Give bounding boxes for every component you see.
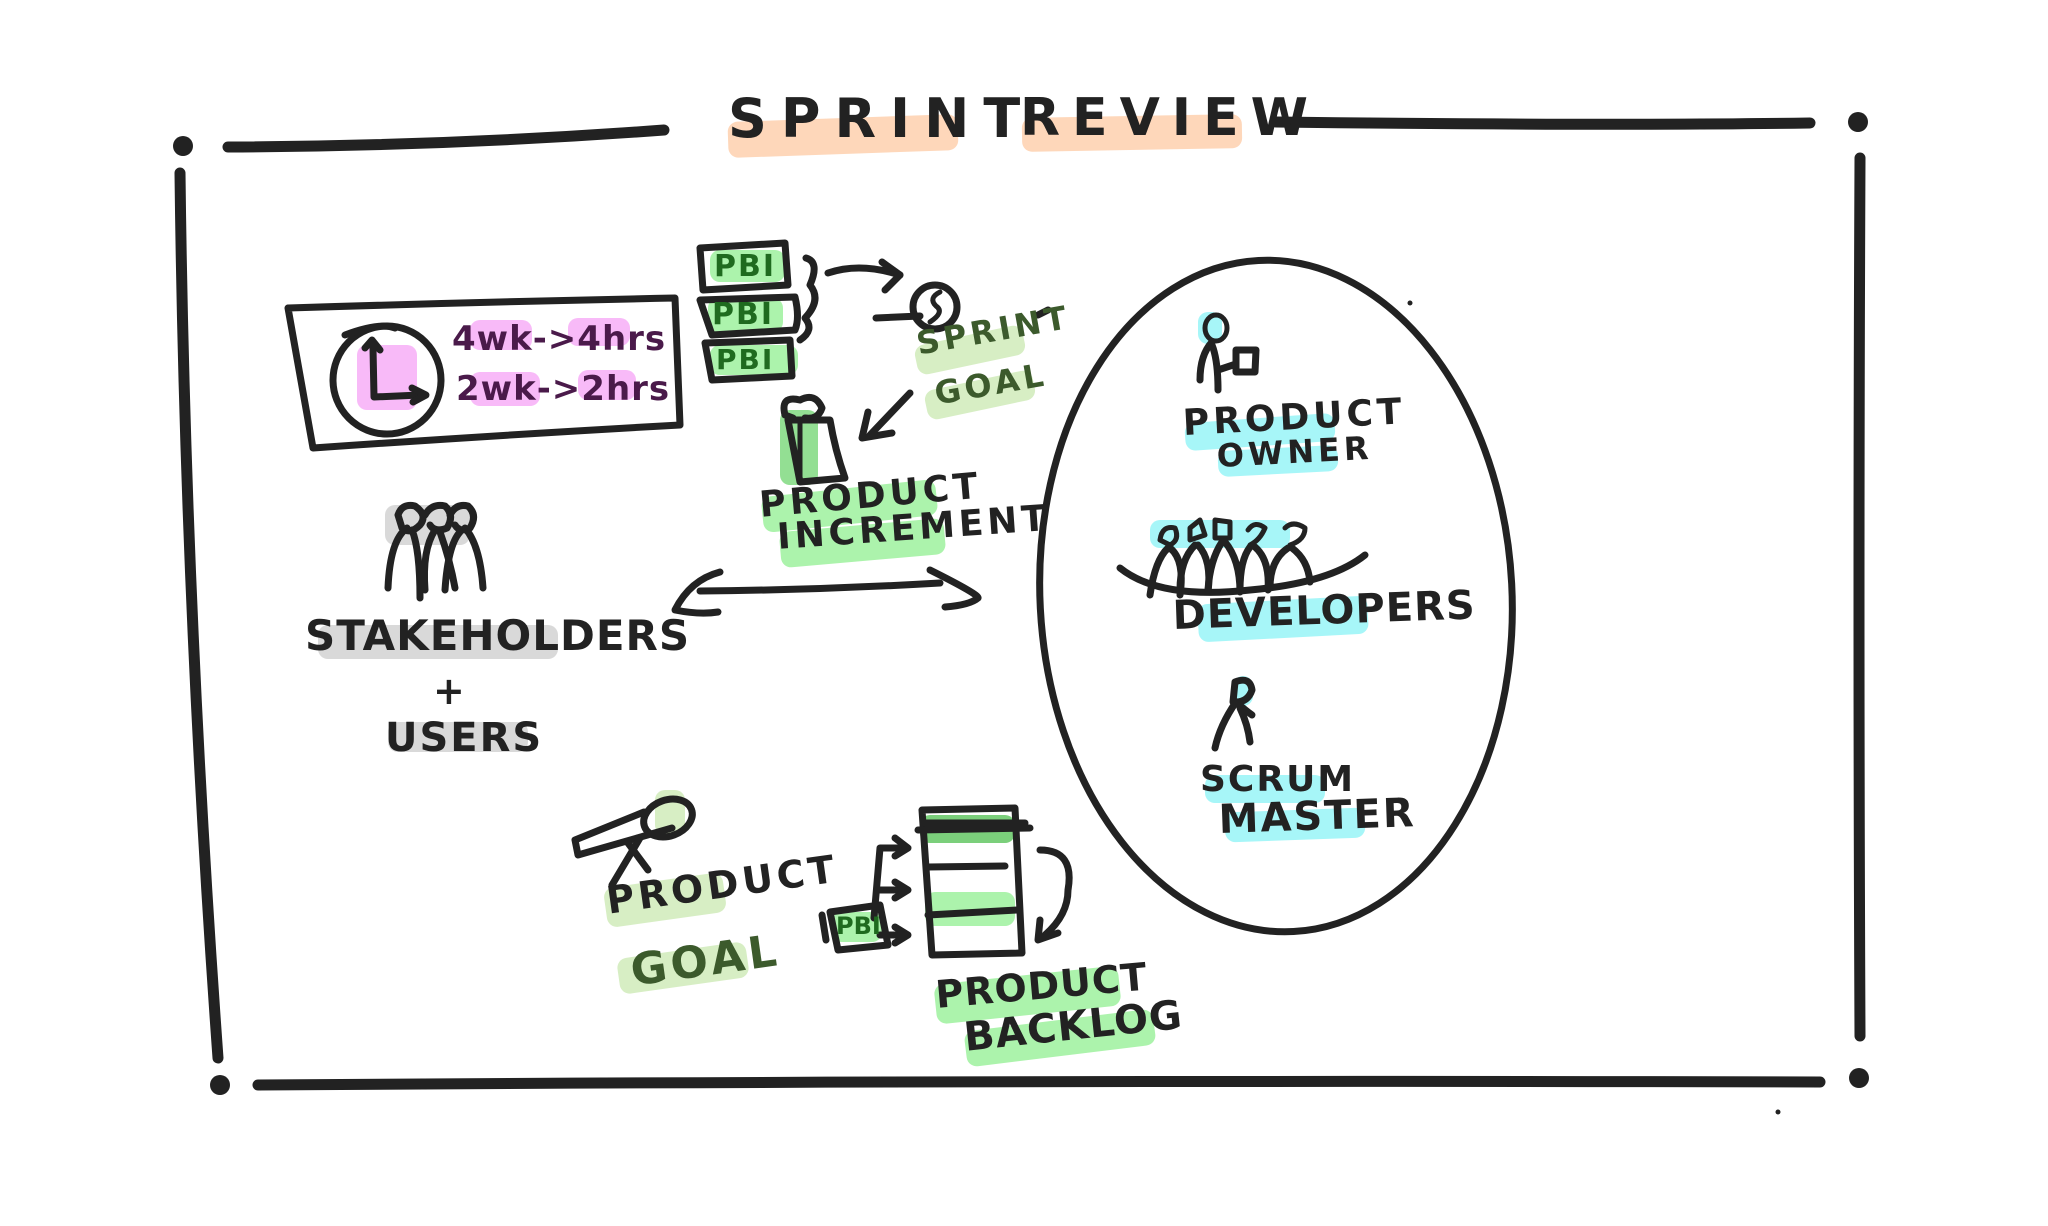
sprint-goal-to-increment-arrow xyxy=(866,389,914,439)
sprint-pbi-1: PBI xyxy=(714,249,777,284)
scrum-team-boundary xyxy=(1036,256,1516,936)
developers-group-icon xyxy=(1116,517,1369,599)
timebox-card xyxy=(284,294,684,452)
users-highlight xyxy=(388,722,528,752)
clock-icon xyxy=(329,322,445,438)
person-icon xyxy=(1211,676,1256,752)
sprint-pbi-3: PBI xyxy=(716,343,775,376)
timebox-arrow-2: -> xyxy=(536,369,582,409)
gift-icon xyxy=(780,393,849,486)
stakeholders-plus: + xyxy=(433,669,469,713)
timebox-highlight-2 xyxy=(568,318,630,346)
developers-label: DEVELOPERS xyxy=(1171,582,1477,639)
timebox-arrow-1: -> xyxy=(532,319,578,359)
timebox-row-1: 4wk->4hrs xyxy=(452,322,666,356)
review-exchange-arrow xyxy=(671,566,982,617)
stakeholders-highlight xyxy=(318,625,558,659)
frame xyxy=(173,112,1869,1095)
sm-highlight-1 xyxy=(1205,775,1325,803)
person-with-sign-icon xyxy=(1196,312,1260,394)
timebox-to-2: 2hrs xyxy=(581,369,671,409)
scrum-master-line-2: MASTER xyxy=(1217,790,1417,843)
page-title-word-2: REVIEW xyxy=(1020,88,1321,148)
product-owner-line-2: OWNER xyxy=(1215,428,1374,475)
backlog-stack-icon xyxy=(818,804,1073,959)
timebox-from-1: 4wk xyxy=(452,319,533,359)
page-title-word-1: SPRINT xyxy=(728,87,1035,150)
pbi-highlight-2 xyxy=(708,298,783,332)
timebox-to-1: 4hrs xyxy=(577,319,667,359)
users-label: USERS xyxy=(385,715,544,761)
telescope-icon xyxy=(571,795,696,889)
pbi-highlight-3 xyxy=(710,345,798,375)
backlog-pbi-label: PBI xyxy=(836,912,881,940)
pbi-highlight-1 xyxy=(710,250,785,282)
stakeholders-label: STAKEHOLDERS xyxy=(305,611,691,660)
timebox-row-2: 2wk->2hrs xyxy=(456,372,670,406)
timebox-highlight-3 xyxy=(470,372,540,406)
scrum-master-line-1: SCRUM xyxy=(1200,759,1356,800)
people-group-icon xyxy=(384,501,487,602)
sprint-goal-target-icon xyxy=(909,281,961,333)
timebox-from-2: 2wk xyxy=(456,369,537,409)
sprint-pbi-2: PBI xyxy=(712,297,775,332)
timebox-highlight-1 xyxy=(470,320,532,350)
timebox-highlight-4 xyxy=(578,370,636,400)
